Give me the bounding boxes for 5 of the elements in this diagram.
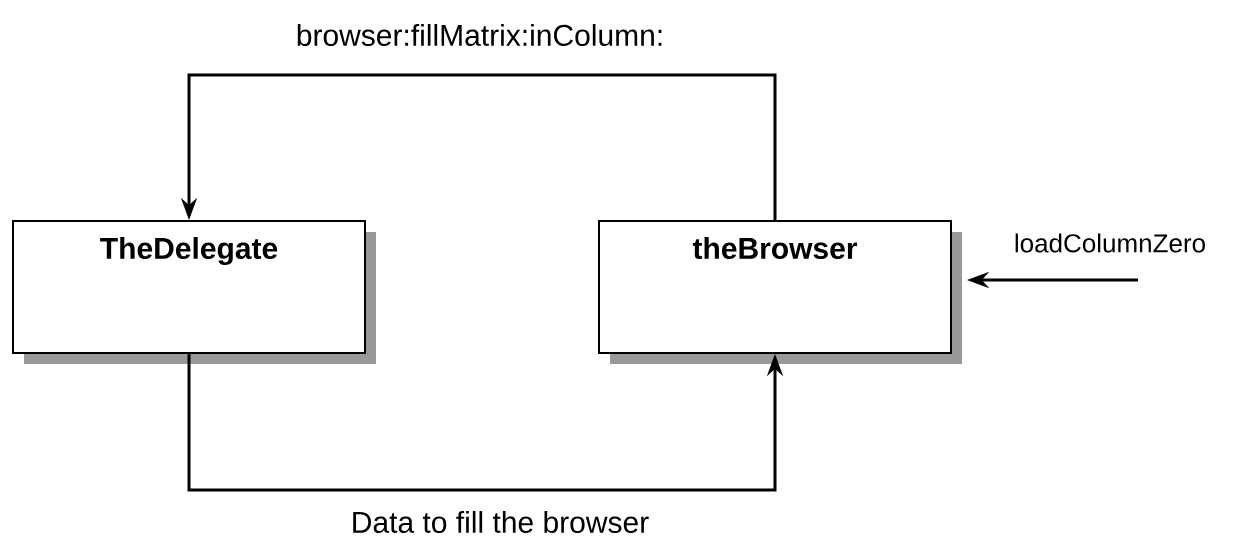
box-with-shadow: theBrowser (598, 220, 962, 364)
edge-label: Data to fill the browser (348, 509, 652, 535)
box-with-shadow: TheDelegate (12, 220, 376, 364)
edge-label: loadColumnZero (1011, 231, 1209, 255)
edge-label: browser:fillMatrix:inColumn: (293, 22, 667, 48)
